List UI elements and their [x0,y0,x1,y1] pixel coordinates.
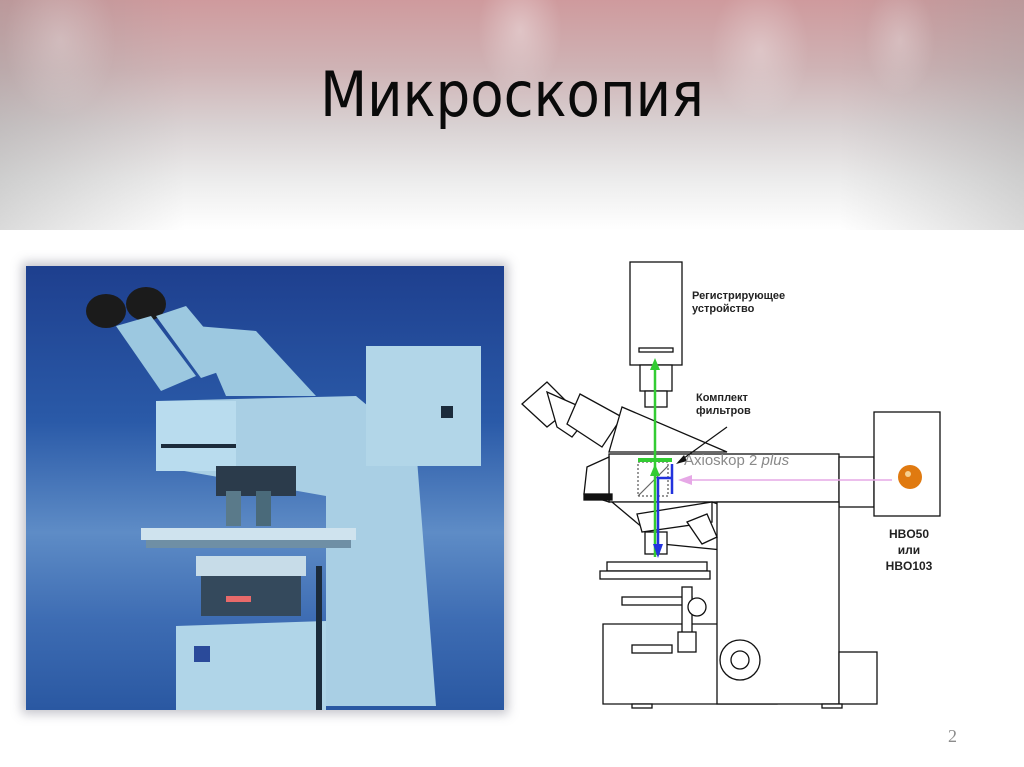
model-label: Axioskop 2 plus [684,452,790,469]
lamp-label-line3: HBO103 [885,559,933,573]
lamp-label-line1: HBO50 [888,527,929,541]
microscope-photo [26,266,504,710]
slide-title: Микроскопия [320,58,704,131]
microscope-photo-illustration [86,287,481,710]
filters-label: Комплект фильтров [696,392,751,418]
model-name: Axioskop 2 [684,452,758,469]
lamp-bulb-icon [898,465,922,489]
lamp-housing [873,411,941,517]
header-background [0,0,1024,230]
model-suffix: plus [761,452,790,469]
microscope-diagram: Регистрирующее устройство Комплект фильт… [512,252,962,722]
page-number: 2 [948,726,957,746]
recorder-label: Регистрирующее устройство [692,290,785,316]
lamp-label: HBO50 или HBO103 [876,526,942,574]
filters-label-line2: фильтров [696,405,751,417]
filters-label-line1: Комплект [696,392,748,404]
microscope-schematic [521,261,941,709]
recorder-label-line1: Регистрирующее [692,290,786,302]
lamp-label-line2: или [897,543,921,557]
recorder-label-line2: устройство [692,303,755,315]
